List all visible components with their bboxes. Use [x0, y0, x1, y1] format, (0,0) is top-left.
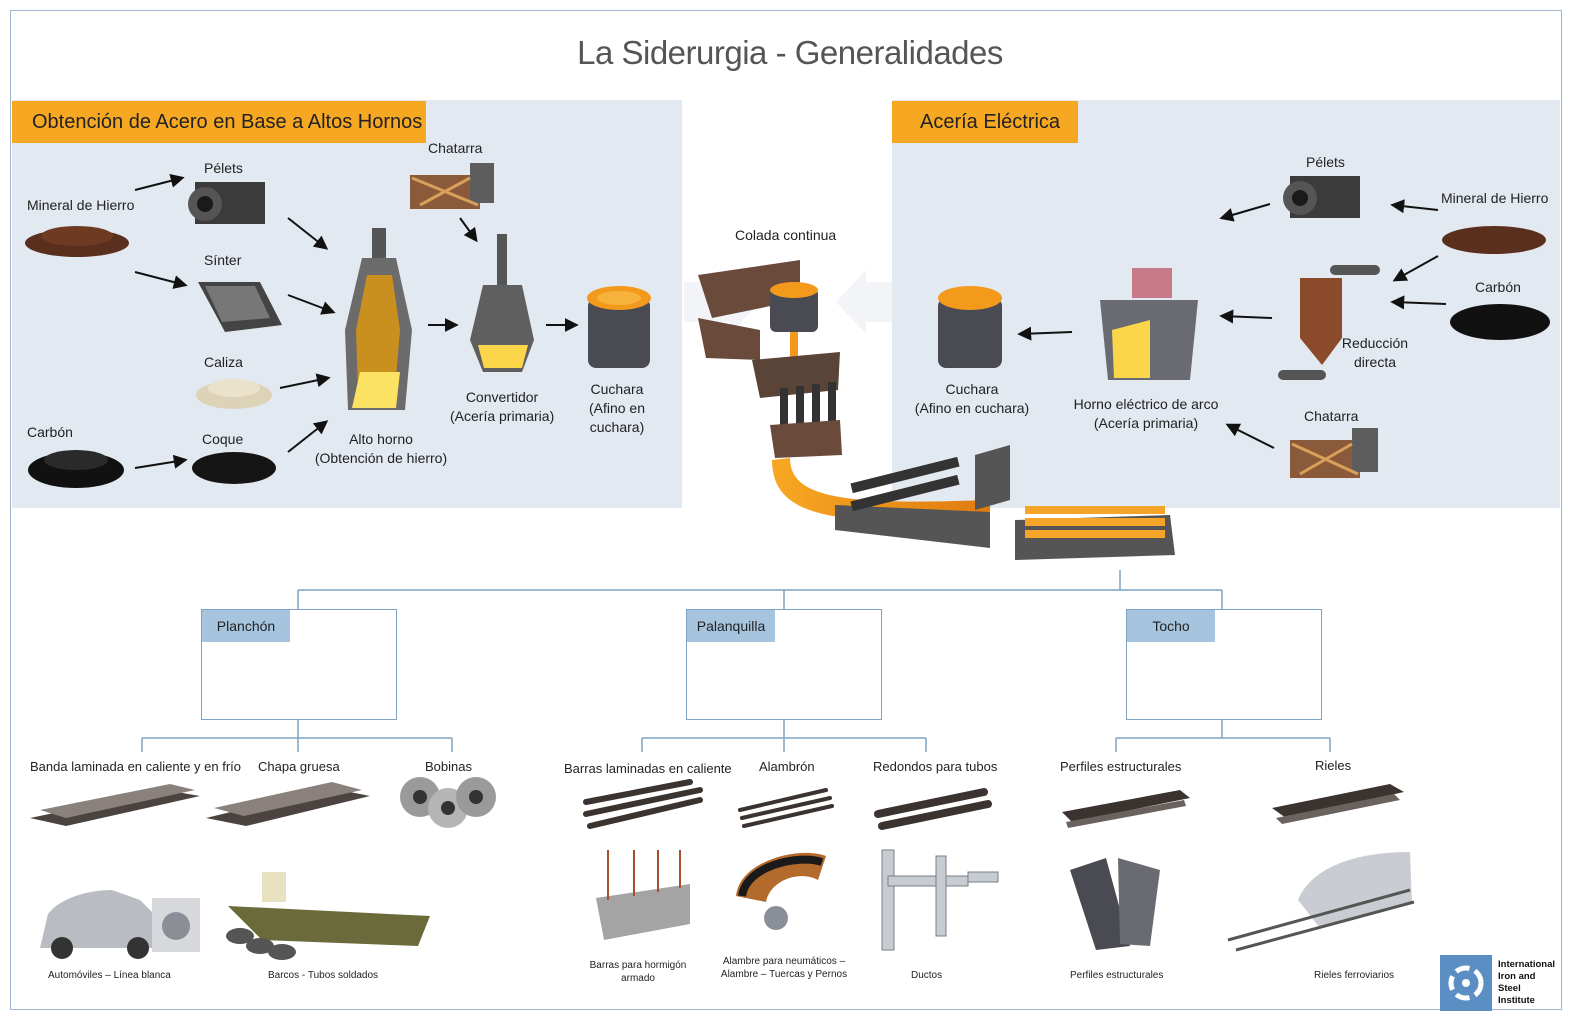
caliza-pile-icon [196, 379, 272, 409]
mineral-right-icon [1442, 226, 1546, 254]
convertidor-icon [470, 234, 534, 372]
washer-icon [152, 898, 200, 952]
label-pelets-left: Pélets [204, 160, 243, 176]
iisi-logo: International Iron and Steel Institute [1440, 955, 1560, 1011]
palanquilla-tab: Palanquilla [687, 610, 775, 642]
label-coque: Coque [202, 431, 244, 447]
chatarra-right-icon [1290, 428, 1378, 478]
carbon-pile-icon [28, 450, 124, 488]
right-panel [892, 100, 1560, 508]
rieles-icon [1272, 784, 1404, 824]
carbon-right-icon [1450, 304, 1550, 340]
iisi-logo-mark [1440, 955, 1492, 1011]
product-tree-lines [141, 570, 1331, 752]
label-perfiles: Perfiles estructurales [1060, 759, 1182, 774]
label-chatarra-left: Chatarra [428, 140, 483, 156]
label-alto-horno: Alto horno(Obtención de hierro) [314, 431, 448, 466]
reduccion-directa-icon [1278, 265, 1380, 380]
label-pelets-right: Pélets [1306, 154, 1345, 170]
coque-pile-icon [192, 452, 276, 484]
perfiles-app-icon [1070, 858, 1160, 950]
arrow-right-to-center [836, 270, 892, 334]
label-banda: Banda laminada en caliente y en frío [30, 759, 242, 774]
label-colada-continua: Colada continua [735, 227, 837, 243]
hormigon-icon [596, 850, 690, 940]
left-panel [12, 100, 682, 508]
label-redondos: Redondos para tubos [873, 759, 998, 774]
colada-continua-icon [698, 260, 1175, 560]
cuchara-left-icon [587, 286, 651, 368]
ductos-icon [881, 849, 999, 951]
label-rieles-app: Rieles ferroviarios [1314, 970, 1395, 981]
left-section-header: Obtención de Acero en Base a Altos Horno… [12, 101, 426, 143]
iisi-logo-text: International Iron and Steel Institute [1498, 959, 1556, 1006]
label-caliza: Caliza [204, 354, 243, 370]
label-perfiles-app: Perfiles estructurales [1070, 970, 1164, 981]
alto-horno-icon [345, 228, 412, 410]
sinter-machine-icon [198, 282, 282, 332]
label-ductos: Ductos [911, 970, 943, 981]
chatarra-left-icon [410, 163, 494, 209]
cuchara-right-icon [938, 286, 1002, 368]
page-title: La Siderurgia - Generalidades [577, 34, 1003, 71]
label-sinter: Sínter [204, 252, 242, 268]
pelets-right-icon [1283, 176, 1360, 218]
label-alambre: Alambre para neumáticos –Alambre – Tuerc… [720, 956, 848, 980]
bobinas-icon [400, 777, 496, 828]
car-icon [40, 890, 160, 959]
label-barras: Barras laminadas en caliente [564, 761, 732, 776]
label-convertidor: Convertidor(Acería primaria) [450, 389, 555, 424]
planchon-tab: Planchón [202, 610, 290, 642]
label-chapa: Chapa gruesa [258, 759, 340, 774]
label-horno-electrico: Horno eléctrico de arco(Acería primaria) [1073, 396, 1219, 431]
label-carbon-right: Carbón [1475, 279, 1521, 295]
label-alambron: Alambrón [759, 759, 815, 774]
barras-icon [583, 779, 703, 829]
horno-electrico-icon [1100, 268, 1198, 380]
label-mineral-left: Mineral de Hierro [27, 197, 135, 213]
label-barcos: Barcos - Tubos soldados [268, 970, 379, 981]
label-bobinas: Bobinas [425, 759, 472, 774]
label-carbon-left: Carbón [27, 424, 73, 440]
perfiles-icon [1062, 790, 1190, 828]
right-section-header: Acería Eléctrica [892, 101, 1078, 143]
label-rieles: Rieles [1315, 758, 1352, 773]
banda-icon [30, 784, 200, 826]
poster-frame [10, 10, 1562, 1010]
ship-icon [226, 872, 430, 960]
redondos-icon [874, 788, 992, 830]
label-chatarra-right: Chatarra [1304, 408, 1359, 424]
neumatico-icon [736, 852, 826, 930]
pelets-machine-icon [188, 182, 265, 224]
alambron-icon [738, 788, 834, 828]
label-mineral-right: Mineral de Hierro [1441, 190, 1549, 206]
label-autos: Automóviles – Línea blanca [48, 970, 171, 981]
tocho-tab: Tocho [1127, 610, 1215, 642]
chapa-icon [206, 782, 370, 826]
train-icon [1227, 852, 1415, 952]
label-cuchara-right: Cuchara(Afino en cuchara) [914, 381, 1030, 416]
